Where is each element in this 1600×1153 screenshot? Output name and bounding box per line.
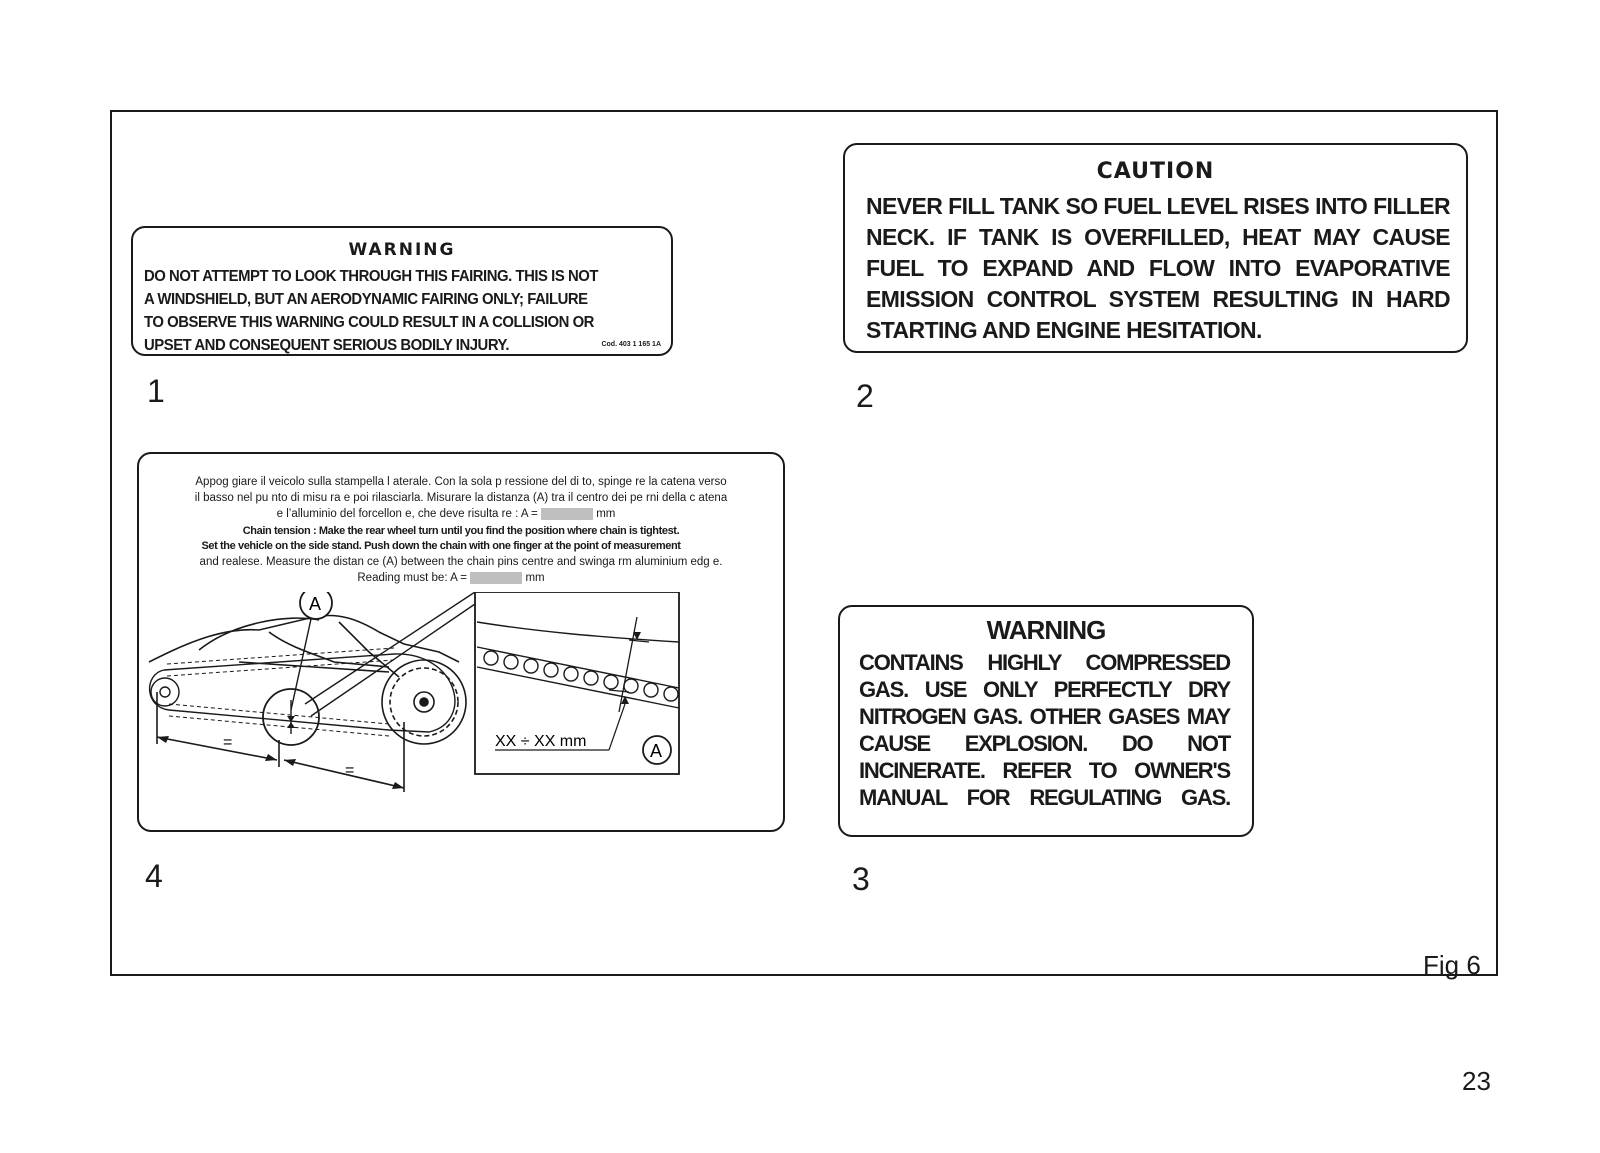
measurement-blank [540,507,593,520]
measurement-text: XX ÷ XX mm [495,733,586,750]
callout-a-label: A [650,741,662,761]
callout-a-circle [642,735,672,765]
label-number-4: 4 [145,858,163,894]
english-heading-line: Set the vehicle on the side stand. Push … [201,540,681,552]
measurement-circle [262,688,320,746]
chain-loop [148,653,456,733]
label-line: MANUAL FOR REGULATING GAS. [859,785,1231,810]
label-line: NITROGEN GAS. OTHER GASES MAY [859,704,1231,729]
italian-text-line: Appog giare il veicolo sulla stampella l… [195,476,727,488]
label-line: FUEL TO EXPAND AND FLOW INTO EVAPORATIVE [866,255,1451,281]
label-body: DO NOT ATTEMPT TO LOOK THROUGH THIS FAIR… [144,265,632,357]
label-number-2: 2 [856,378,874,414]
warning-label-fairing: WARNING DO NOT ATTEMPT TO LOOK THROUGH T… [131,226,673,356]
label-number-3: 3 [852,861,870,897]
equal-mark: = [223,734,232,751]
english-heading-line: Chain tension : Make the rear wheel turn… [242,525,680,537]
label-line: GAS. USE ONLY PERFECTLY DRY [859,677,1231,702]
figure-frame [110,110,1498,976]
label-line: CAUSE EXPLOSION. DO NOT [859,731,1231,756]
english-text-line: and realese. Measure the distan ce (A) b… [199,556,723,568]
label-heading: CAUTION [1096,159,1215,184]
chain-links [166,647,395,737]
label-heading: WARNING [986,615,1107,645]
label-line: STARTING AND ENGINE HESITATION. [866,317,1262,343]
label-body: NEVER FILL TANK SO FUEL LEVEL RISES INTO… [866,191,1451,346]
unit-text: mm [525,572,545,584]
label-line: TO OBSERVE THIS WARNING COULD RESULT IN … [144,314,594,331]
label-line: A WINDSHIELD, BUT AN AERODYNAMIC FAIRING… [144,291,588,308]
italian-text-line: e l’alluminio del forcellon e, che deve … [124,506,768,522]
label-line: EMISSION CONTROL SYSTEM RESULTING IN HAR… [866,286,1451,312]
label-line: DO NOT ATTEMPT TO LOOK THROUGH THIS FAIR… [144,268,598,285]
label-line: NEVER FILL TANK SO FUEL LEVEL RISES INTO… [866,193,1451,219]
english-text-line: Reading must be: A = mm [129,570,773,586]
label-line: INCINERATE. REFER TO OWNER'S [859,758,1231,783]
measurement-blank [470,571,523,584]
italian-text-span: e l’alluminio del forcellon e, che deve … [276,508,538,520]
front-sprocket [150,677,180,707]
warning-label-gas: WARNING CONTAINS HIGHLY COMPRESSED GAS. … [838,605,1254,837]
unit-text: mm [596,508,616,520]
callout-a-label: A [309,594,321,614]
equal-mark: = [345,762,354,779]
label-code: Cod. 403 1 165 1A [601,341,661,348]
page-number: 23 [1462,1066,1491,1096]
italian-text-line: il basso nel pu nto di misu ra e poi ril… [194,492,728,504]
chain-tension-label: Appog giare il veicolo sulla stampella l… [137,452,785,832]
label-line: UPSET AND CONSEQUENT SERIOUS BODILY INJU… [144,337,510,354]
label-number-1: 1 [147,373,165,409]
callout-a-circle [299,592,333,620]
caution-label-fuel: CAUTION NEVER FILL TANK SO FUEL LEVEL RI… [843,143,1468,353]
detail-chain [476,621,680,709]
label-heading: WARNING [348,240,456,260]
chain-diagram: A = = [148,592,680,792]
label-line: CONTAINS HIGHLY COMPRESSED [859,650,1231,675]
rear-sprocket [381,659,467,745]
english-text-span: Reading must be: A = [357,572,468,584]
figure-caption: Fig 6 [1423,950,1481,980]
label-body: CONTAINS HIGHLY COMPRESSED GAS. USE ONLY… [859,649,1231,811]
label-line: NECK. IF TANK IS OVERFILLED, HEAT MAY CA… [866,224,1451,250]
dimension-lines [156,692,405,792]
